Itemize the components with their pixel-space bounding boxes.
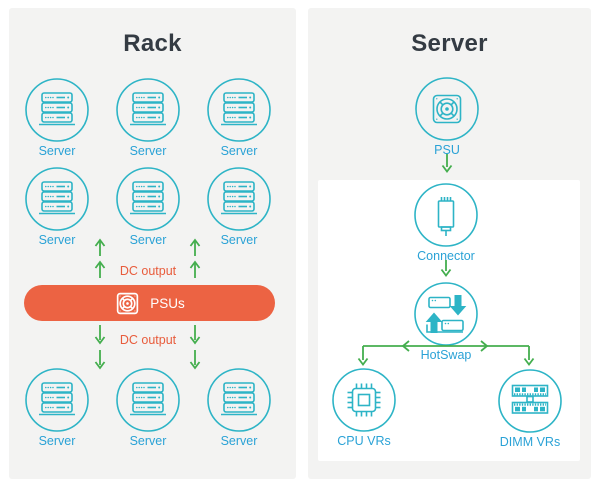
server-panel-title: Server xyxy=(411,30,488,57)
connector-node: Connector xyxy=(401,183,491,263)
server-node-label: Server xyxy=(38,144,76,158)
rack-panel: Rack xyxy=(9,8,296,479)
server-icon xyxy=(116,78,180,142)
server-icon xyxy=(116,368,180,432)
server-icon xyxy=(207,78,271,142)
dc-down-arrows-left xyxy=(94,325,106,370)
dimm-vrs-node: DIMM VRs xyxy=(485,369,575,449)
connector-node-label: Connector xyxy=(417,249,475,263)
rack-server-node: Server xyxy=(12,167,102,247)
dc-output-top-label: DC output xyxy=(119,264,177,278)
server-icon xyxy=(207,167,271,231)
rack-server-node: Server xyxy=(194,167,284,247)
dimm-memory-icon xyxy=(498,369,562,433)
dc-up-arrows-right xyxy=(189,238,201,278)
server-node-label: Server xyxy=(220,144,258,158)
connector-down-arrow xyxy=(440,260,452,277)
rack-server-node: Server xyxy=(194,78,284,158)
psu-node: PSU xyxy=(402,77,492,157)
hotswap-branch-arrows xyxy=(357,340,535,366)
hotswap-node: HotSwap xyxy=(401,282,491,362)
server-icon xyxy=(207,368,271,432)
dc-output-bottom-label: DC output xyxy=(119,333,177,347)
psu-fan-icon xyxy=(415,77,479,141)
hotswap-node-label: HotSwap xyxy=(420,348,472,362)
cpu-chip-icon xyxy=(332,368,396,432)
dc-down-arrows-right xyxy=(189,325,201,370)
rack-server-node: Server xyxy=(194,368,284,448)
rack-server-node: Server xyxy=(103,167,193,247)
psu-node-label: PSU xyxy=(434,143,460,157)
server-node-label: Server xyxy=(38,233,76,247)
rack-server-node: Server xyxy=(103,368,193,448)
server-node-label: Server xyxy=(38,434,76,448)
server-node-label: Server xyxy=(129,144,167,158)
psu-fan-icon xyxy=(117,292,139,314)
rack-server-node: Server xyxy=(12,368,102,448)
dc-up-arrows-left xyxy=(94,238,106,278)
hotswap-module-icon xyxy=(414,282,478,346)
rack-server-node: Server xyxy=(12,78,102,158)
rack-server-node: Server xyxy=(103,78,193,158)
power-connector-icon xyxy=(414,183,478,247)
psu-down-arrow xyxy=(441,154,453,173)
dimm-vrs-node-label: DIMM VRs xyxy=(499,435,561,449)
server-icon xyxy=(25,368,89,432)
server-icon xyxy=(25,167,89,231)
server-icon xyxy=(25,78,89,142)
cpu-vrs-node-label: CPU VRs xyxy=(337,434,391,448)
cpu-vrs-node: CPU VRs xyxy=(319,368,409,448)
server-node-label: Server xyxy=(220,233,258,247)
server-node-label: Server xyxy=(129,233,167,247)
server-node-label: Server xyxy=(220,434,258,448)
rack-panel-title: Rack xyxy=(123,30,182,57)
server-node-label: Server xyxy=(129,434,167,448)
server-icon xyxy=(116,167,180,231)
psu-bar: PSUs xyxy=(24,285,275,321)
psu-bar-label: PSUs xyxy=(150,295,185,311)
